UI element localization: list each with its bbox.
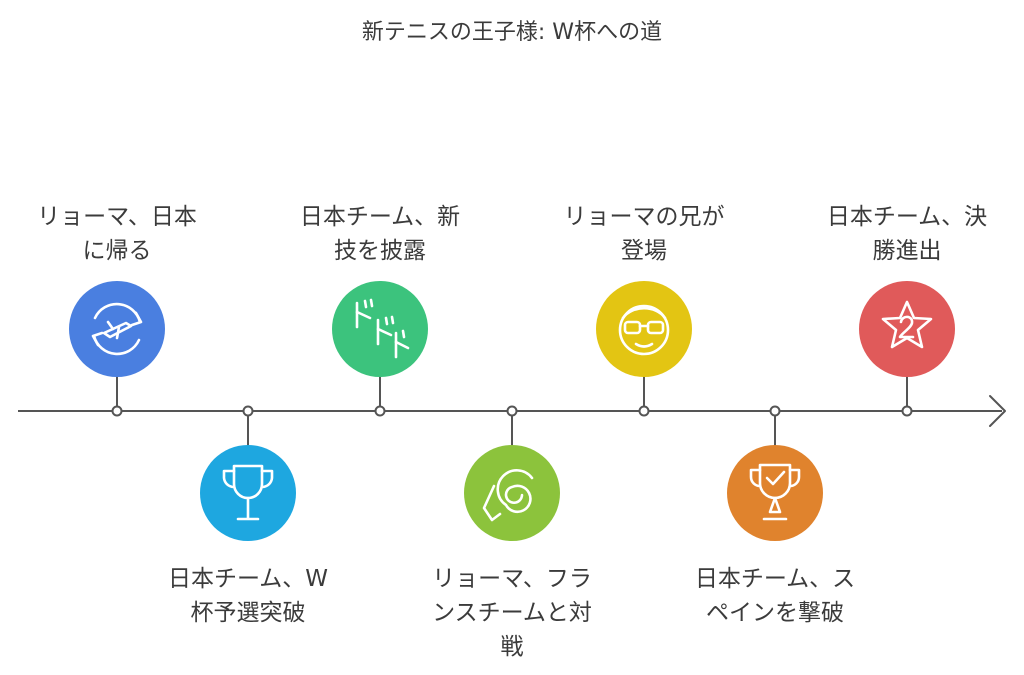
node-e2 (242, 405, 254, 417)
node-e6 (769, 405, 781, 417)
event-e6-line-1: 日本チーム、ス (694, 566, 856, 592)
glasses-face-icon (618, 304, 670, 356)
star-two-icon (881, 300, 933, 349)
node-e3 (374, 405, 386, 417)
event-e4-line-1: リョーマ、フラ (432, 566, 592, 592)
event-e2-line-1: 日本チーム、W (167, 566, 329, 592)
event-e7-line-1: 日本チーム、決 (826, 204, 988, 230)
event-e3-badge (332, 281, 428, 377)
node-e1 (111, 405, 123, 417)
event-e5-label: リョーマの兄が 登場 (529, 200, 759, 268)
event-e1-badge (69, 281, 165, 377)
event-e3-label: 日本チーム、新 技を披露 (265, 200, 495, 268)
axis-nodes (111, 405, 913, 417)
event-e6-label: 日本チーム、ス ペインを撃破 (660, 562, 890, 630)
victory-cup-icon (749, 463, 801, 521)
event-e5-line-1: リョーマの兄が (563, 204, 725, 230)
event-e2-badge (200, 445, 296, 541)
dodo-sound-icon (355, 298, 410, 359)
return-flight-icon (91, 302, 143, 356)
event-e3-line-1: 日本チーム、新 (299, 204, 461, 230)
event-e7-label: 日本チーム、決 勝進出 (792, 200, 1022, 268)
event-e6-badge (727, 445, 823, 541)
node-e5 (638, 405, 650, 417)
event-e4-label: リョーマ、フラ ンスチームと対 戦 (397, 562, 627, 664)
event-e1-line-2: に帰る (82, 238, 152, 264)
event-e4-badge (464, 445, 560, 541)
timeline-arrowhead (989, 395, 1006, 427)
event-e6-line-2: ペインを撃破 (706, 600, 844, 626)
event-e3-line-2: 技を披露 (334, 238, 426, 264)
event-e1-line-1: リョーマ、日本 (37, 204, 197, 230)
event-e7-badge (859, 281, 955, 377)
trophy-icon (222, 464, 274, 521)
event-e7-line-2: 勝進出 (872, 238, 942, 264)
node-e7 (901, 405, 913, 417)
event-e2-line-2: 杯予選突破 (190, 600, 306, 626)
event-e5-badge (596, 281, 692, 377)
event-e4-line-2: ンスチームと対 (432, 600, 592, 626)
event-e2-label: 日本チーム、W 杯予選突破 (133, 562, 363, 630)
event-e4-line-3: 戦 (500, 634, 524, 660)
event-e1-label: リョーマ、日本 に帰る (2, 200, 232, 268)
node-e4 (506, 405, 518, 417)
diagram-title: 新テニスの王子様: W杯への道 (361, 20, 663, 45)
spiral-racket-icon (482, 469, 534, 522)
event-e5-line-2: 登場 (621, 238, 667, 264)
